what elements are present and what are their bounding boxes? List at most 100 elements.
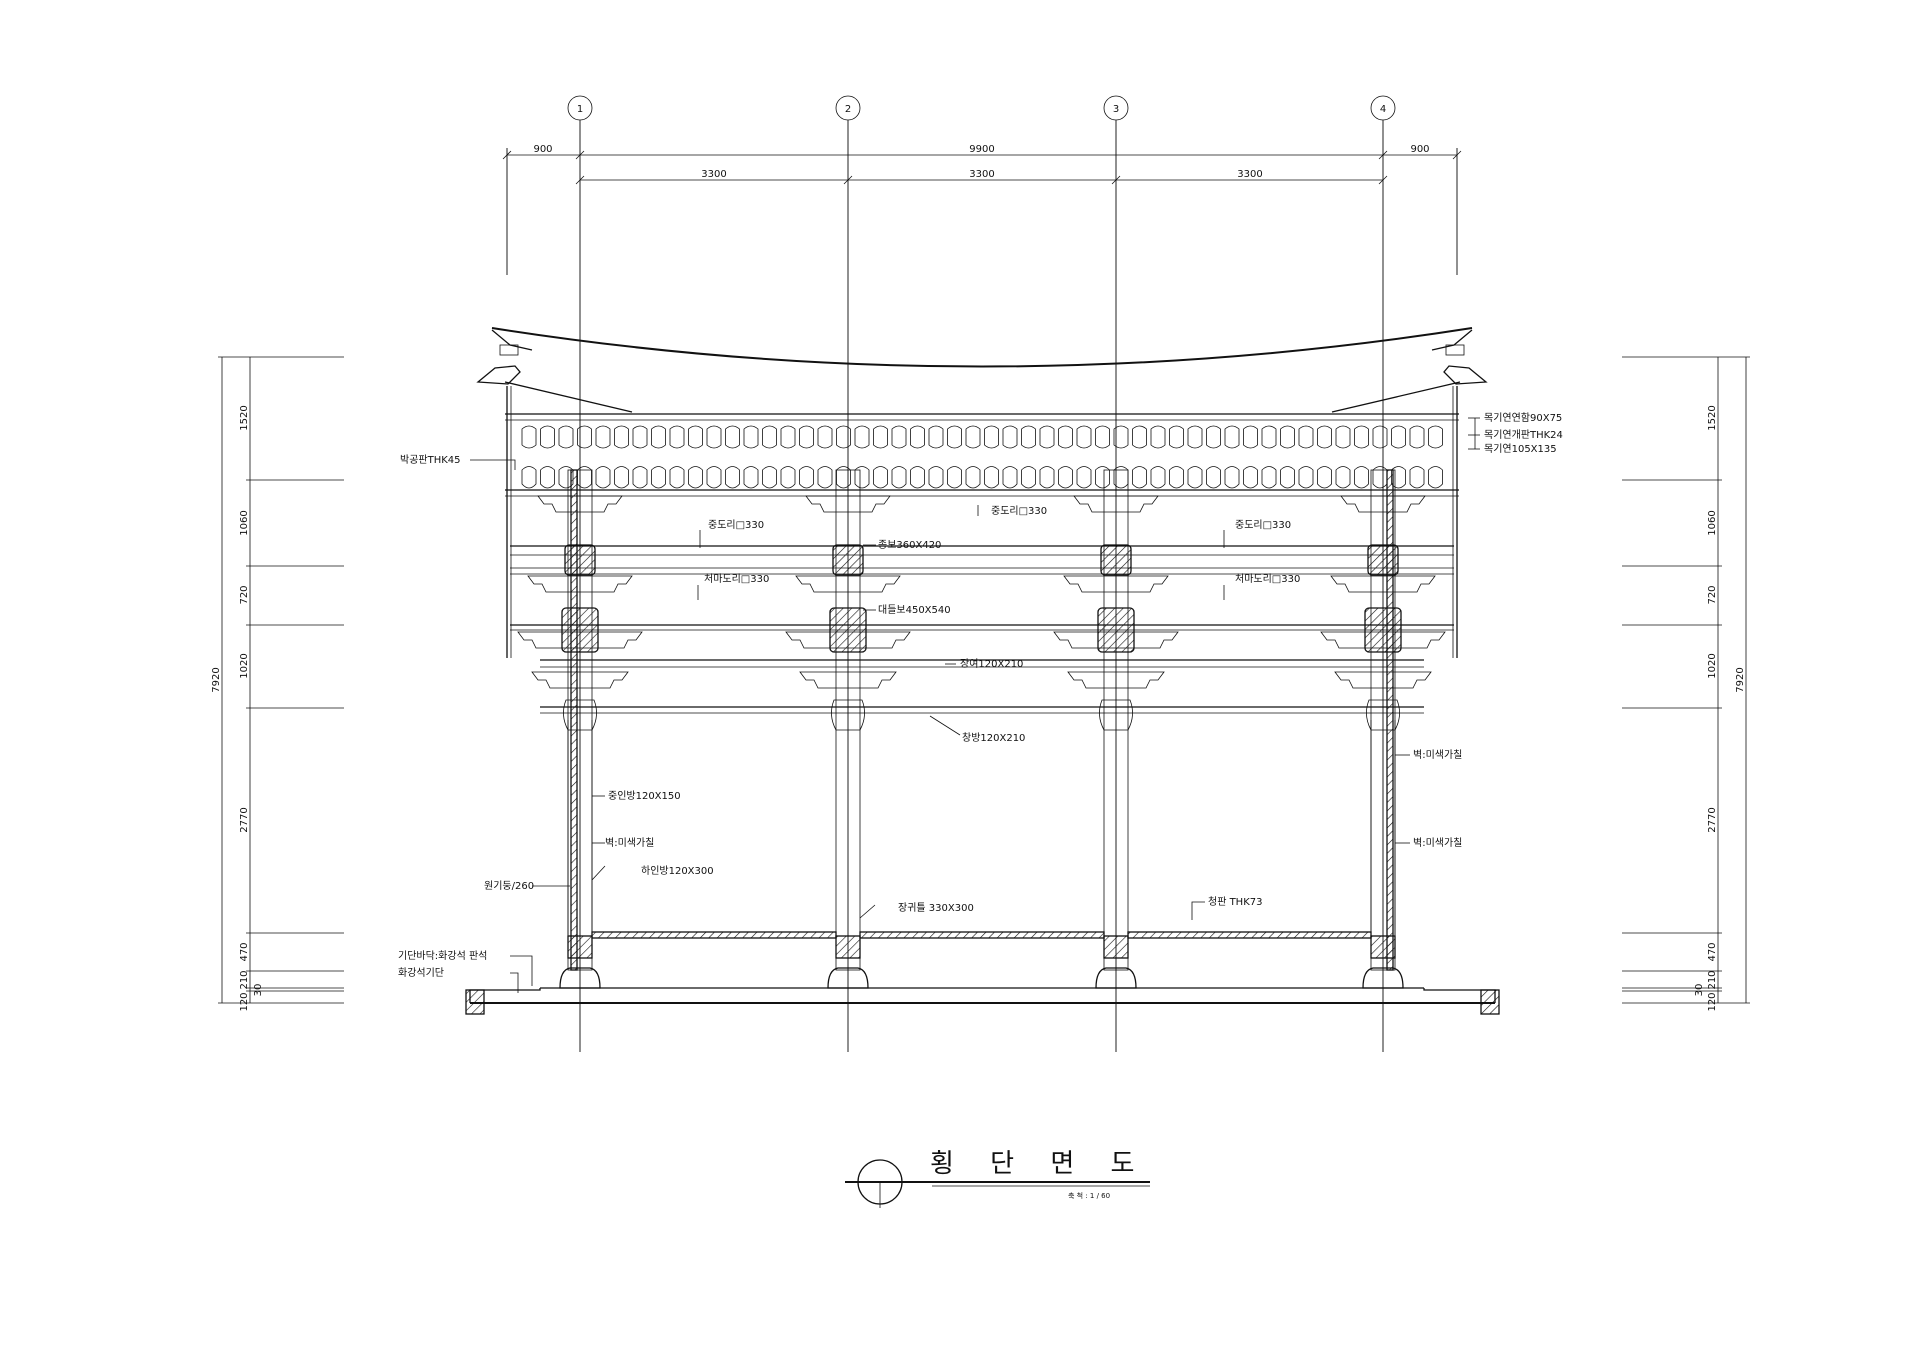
roof-profile <box>476 327 1488 658</box>
rafter-end <box>1021 425 1036 449</box>
rafter-end <box>1280 466 1295 489</box>
rafter-end <box>891 425 907 449</box>
note-label: 박공판THK45 <box>400 454 461 466</box>
note-label: 하인방120X300 <box>641 864 714 877</box>
dimension-text: 1060 <box>239 510 250 535</box>
rafter-end <box>1206 466 1221 489</box>
rafter-end <box>947 466 962 489</box>
rafter-end <box>688 425 703 449</box>
rafter-end <box>1317 466 1332 489</box>
bracket-tier <box>527 575 633 593</box>
wood-floor <box>591 931 1372 939</box>
rafter-end <box>577 425 592 449</box>
rafter-end <box>540 425 555 449</box>
bracket-tier <box>531 671 629 689</box>
drawing-title-block: 횡 단 면 도 축 척 : 1 / 60 <box>845 1149 1150 1208</box>
rafter-end <box>614 425 629 449</box>
beam-section <box>1364 607 1402 653</box>
dimension-text: 2770 <box>239 807 250 832</box>
dimension-text: 210 <box>1707 970 1718 989</box>
rafter-end <box>1039 466 1055 489</box>
rafter-end <box>928 466 944 489</box>
note-label: 기단바닥:화강석 판석 <box>398 950 487 962</box>
rafter-end <box>817 466 833 489</box>
rafter-end <box>947 425 962 449</box>
rafter-end <box>1169 425 1184 449</box>
dimension-text: 3300 <box>1237 169 1262 180</box>
beam-section <box>832 544 864 576</box>
rafter-end <box>1391 425 1406 449</box>
note-label: 중도리□330 <box>708 519 764 531</box>
dimension-text: 30 <box>253 984 264 997</box>
rafter-end <box>1372 425 1388 449</box>
rafter-end <box>873 425 888 449</box>
rafter-end <box>614 466 629 489</box>
rafter-end <box>891 466 907 489</box>
rafter-end <box>1409 466 1425 489</box>
rafter-end <box>577 466 592 489</box>
rafter-end <box>521 466 537 489</box>
dimension-text: 720 <box>239 585 250 604</box>
dimension-text: 3300 <box>969 169 994 180</box>
beam-section <box>829 607 867 653</box>
rafter-end <box>910 425 925 449</box>
rafter-end <box>632 466 648 489</box>
dimension-text: 720 <box>1707 585 1718 604</box>
drawing-scale: 축 척 : 1 / 60 <box>1068 1191 1110 1200</box>
note-label: 장여120X210 <box>960 658 1023 670</box>
axis-marker-1: 1 <box>567 95 593 121</box>
axis-marker-2: 2 <box>835 95 861 121</box>
rafter-end <box>1169 466 1184 489</box>
rafter-end <box>1187 425 1203 449</box>
dimension-text: 1020 <box>1707 653 1718 678</box>
dimension-text: 1520 <box>239 405 250 430</box>
dimension-text: 120 <box>239 992 250 1011</box>
dimension-text: 900 <box>533 144 552 155</box>
note-label: 처마도리□330 <box>704 573 769 585</box>
beam-section <box>1367 544 1399 576</box>
rafter-end <box>965 466 981 489</box>
dimension-text: 900 <box>1410 144 1429 155</box>
rafter-end <box>1280 425 1295 449</box>
rafter-end <box>1354 466 1369 489</box>
axis-label: 3 <box>1113 104 1119 115</box>
rafter-end <box>1298 425 1314 449</box>
rafter-end <box>1002 425 1018 449</box>
rafter-end <box>1224 425 1240 449</box>
rafter-end <box>1428 466 1443 489</box>
rafter-end <box>669 425 685 449</box>
note-label: 원기둥/260 <box>484 880 534 892</box>
rafter-end <box>558 425 574 449</box>
sill-section <box>1103 935 1129 959</box>
axis-label: 4 <box>1380 104 1386 115</box>
note-label: 화강석기단 <box>398 967 444 979</box>
dimension-text: 120 <box>1707 992 1718 1011</box>
note-label: 중인방120X150 <box>608 790 681 802</box>
column-axis-3 <box>1103 469 1129 971</box>
dimension-text: 1060 <box>1707 510 1718 535</box>
rafter-end <box>1261 466 1277 489</box>
dimension-text: 7920 <box>211 667 222 692</box>
note-label: 창방120X210 <box>962 732 1025 744</box>
left-dimension-lines: 1520 1060 720 1020 2770 470 210 30 120 7… <box>211 356 344 1012</box>
dimension-text: 210 <box>239 970 250 989</box>
rafter-end <box>1261 425 1277 449</box>
rafter-end <box>1021 466 1036 489</box>
bracket-tier <box>1053 631 1179 649</box>
leader-lines <box>470 417 1480 993</box>
rafter-end <box>1132 466 1147 489</box>
rafter-end <box>854 425 870 449</box>
rafter-end <box>651 425 666 449</box>
rafter-end <box>595 466 611 489</box>
bracket-tier <box>1334 671 1432 689</box>
rafter-end <box>1224 466 1240 489</box>
bracket-tier <box>1320 631 1446 649</box>
dimension-text: 1020 <box>239 653 250 678</box>
rafter-end <box>1095 425 1110 449</box>
bracket-tier <box>799 671 897 689</box>
rafter-end <box>725 425 740 449</box>
rafter-end <box>706 466 722 489</box>
axis-label: 2 <box>845 104 851 115</box>
rafter-end <box>780 425 796 449</box>
rafter-end <box>1076 425 1092 449</box>
